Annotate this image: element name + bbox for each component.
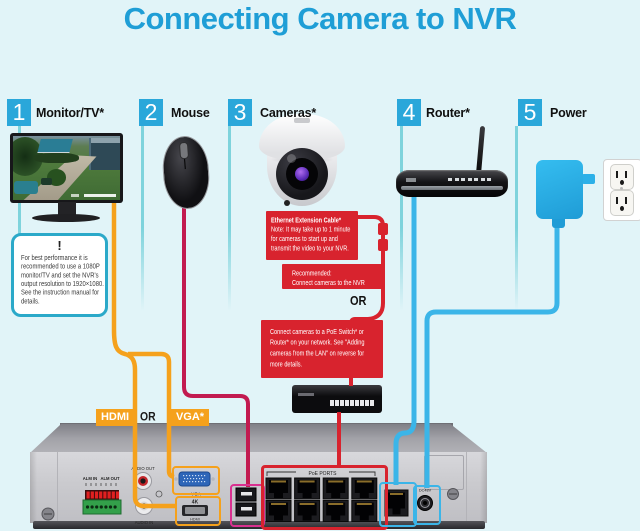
power-adapter (536, 158, 600, 232)
dc-power-label: DC48V (419, 489, 432, 493)
cable-connector (378, 223, 388, 235)
router (396, 125, 508, 198)
or-mid-label: OR (350, 294, 367, 309)
mouse-cable (182, 207, 250, 487)
router-body (396, 170, 508, 197)
monitor-screen (10, 133, 123, 203)
poe-switch-label (298, 393, 314, 396)
router-lan-cable (393, 196, 417, 485)
nvr-seam-left (57, 452, 58, 521)
mouse-scroll-wheel (178, 141, 190, 160)
camera-logo (294, 118, 310, 123)
mouse (157, 132, 214, 211)
power-highlight (413, 485, 441, 525)
guide-line-1 (18, 126, 21, 311)
recommended-callout: Recommended: Connect cameras to the NVR (282, 264, 384, 289)
nvr-right-shade (480, 452, 487, 523)
vga-screw (174, 477, 178, 481)
ground-icon (155, 490, 163, 498)
hdmi-small-label: HDMI (190, 518, 200, 522)
monitor (10, 133, 125, 223)
adapter-body (536, 160, 583, 219)
poe-bracket (266, 471, 376, 476)
vga-highlight (172, 466, 220, 495)
audio-in-label: AUDIO IN (135, 520, 154, 525)
step-badge-2: 2 (139, 99, 163, 126)
alm-ticks (85, 483, 117, 486)
performance-note-text: For best performance it is recommended t… (21, 253, 104, 305)
or-label: OR (140, 410, 156, 424)
step-label-2: Mouse (171, 106, 210, 120)
dip-switch-pins (86, 491, 120, 499)
hdmi-label: HDMI (96, 409, 134, 426)
ethernet-callout-title: Ethernet Extension Cable* (271, 215, 342, 224)
monitor-picture (13, 136, 120, 200)
cable-connector (378, 239, 388, 251)
poe-ports-label: PoE PORTS (309, 471, 338, 477)
step-badge-5: 5 (518, 99, 542, 126)
vga-label: VGA* (171, 409, 209, 426)
power-cable (424, 224, 560, 488)
page-title: Connecting Camera to NVR (123, 1, 517, 36)
step-label-4: Router* (426, 106, 470, 120)
recommended-callout-text: Recommended: Connect cameras to the NVR (292, 268, 365, 286)
guide-line-3 (228, 126, 231, 311)
nvr-left-shade (30, 452, 37, 523)
hdmi-4k-label: 4K (192, 500, 199, 506)
poe-switch-callout: Connect cameras to a PoE Switch* or Rout… (261, 320, 383, 378)
step-badge-3: 3 (228, 99, 252, 126)
ethernet-callout: Ethernet Extension Cable* Note: It may t… (266, 211, 358, 260)
usb-highlight (230, 484, 265, 527)
monitor-stand (58, 202, 76, 215)
hdmi-highlight (175, 496, 221, 526)
poe-rj45-ports (265, 477, 378, 522)
vga-cable (128, 351, 175, 480)
audio-out-label: AUDIO OUT (131, 466, 155, 471)
nvr-seam-right (466, 452, 467, 521)
hdmi-cable (111, 201, 176, 509)
step-badge-1: 1 (7, 99, 31, 126)
exclamation-icon: ! (57, 238, 62, 253)
alm-in-label: ALM IN (83, 476, 97, 481)
wall-outlet (603, 159, 640, 221)
step-label-5: Power (550, 106, 587, 120)
monitor-base (32, 214, 100, 222)
performance-note: ! For best performance it is recommended… (11, 233, 108, 317)
adapter-prong (582, 174, 595, 184)
poe-highlight (261, 465, 388, 530)
vga-screw (211, 477, 215, 481)
lan-highlight (379, 482, 417, 527)
router-antenna (476, 125, 486, 175)
guide-line-5 (515, 126, 518, 311)
vga-pins (183, 475, 206, 483)
outlet-socket (610, 190, 634, 216)
guide-line-4 (400, 126, 403, 311)
terminal-holes (85, 505, 117, 509)
ethernet-callout-body: Note: It may take up to 1 minute for cam… (271, 224, 351, 252)
step-label-3: Cameras* (260, 106, 317, 120)
dome-camera (258, 108, 346, 214)
poe-switch-callout-text: Connect cameras to a PoE Switch* or Rout… (270, 327, 365, 369)
step-badge-4: 4 (397, 99, 421, 126)
step-label-1: Monitor/TV* (36, 106, 104, 120)
alm-out-label: ALM OUT (100, 476, 120, 481)
poe-switch (292, 385, 382, 413)
guide-line-2 (141, 126, 144, 311)
poe-switch-body (292, 385, 382, 413)
camera-ir-sensor (284, 200, 290, 206)
